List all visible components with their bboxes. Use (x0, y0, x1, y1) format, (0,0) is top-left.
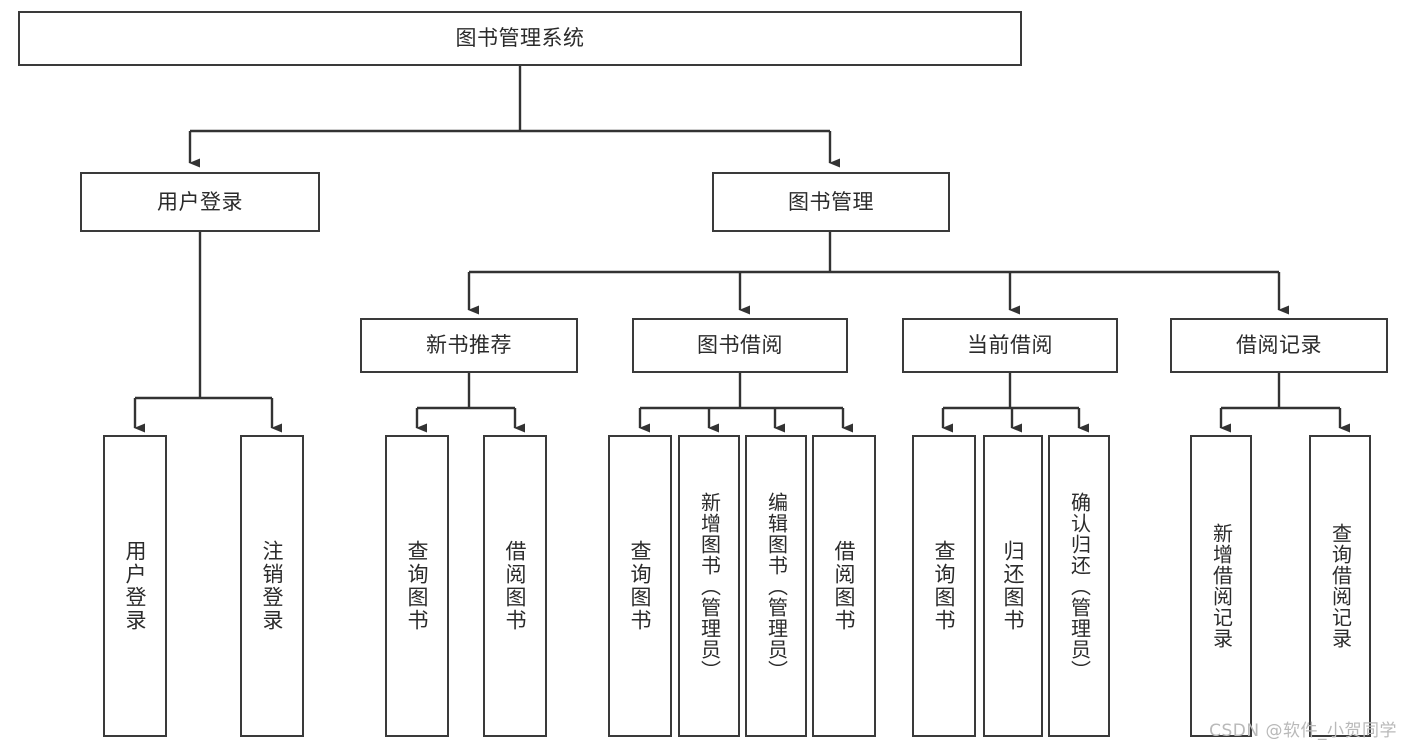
leaf-borrow-book-rec-label: 借阅图书 (503, 540, 528, 632)
watermark-text: CSDN @软件_小贺同学 (1209, 721, 1397, 741)
leaf-user-login-label: 用户登录 (123, 540, 148, 632)
node-book-management-label: 图书管理 (788, 189, 874, 214)
leaf-query-borrow-record[interactable]: 查询借阅记录 (1309, 435, 1371, 737)
leaf-logout[interactable]: 注销登录 (240, 435, 304, 737)
node-book-borrow[interactable]: 图书借阅 (632, 318, 848, 373)
leaf-query-book-current-label: 查询图书 (932, 540, 957, 632)
node-user-login[interactable]: 用户登录 (80, 172, 320, 232)
leaf-borrow-book-rec[interactable]: 借阅图书 (483, 435, 547, 737)
node-root[interactable]: 图书管理系统 (18, 11, 1022, 66)
leaf-query-book-borrow[interactable]: 查询图书 (608, 435, 672, 737)
node-new-book-recommend-label: 新书推荐 (426, 333, 512, 358)
leaf-return-book-label: 归还图书 (1001, 540, 1026, 632)
node-borrow-record[interactable]: 借阅记录 (1170, 318, 1388, 373)
leaf-user-login[interactable]: 用户登录 (103, 435, 167, 737)
node-current-borrow-label: 当前借阅 (967, 333, 1053, 358)
leaf-logout-label: 注销登录 (260, 540, 285, 632)
leaf-edit-book-admin-label: 编辑图书（管理员） (764, 491, 789, 681)
leaf-add-borrow-record[interactable]: 新增借阅记录 (1190, 435, 1252, 737)
node-book-management[interactable]: 图书管理 (712, 172, 950, 232)
node-root-label: 图书管理系统 (455, 26, 585, 51)
leaf-return-book[interactable]: 归还图书 (983, 435, 1043, 737)
leaf-confirm-return-admin[interactable]: 确认归还（管理员） (1048, 435, 1110, 737)
node-current-borrow[interactable]: 当前借阅 (902, 318, 1118, 373)
leaf-borrow-book-label: 借阅图书 (832, 540, 857, 632)
leaf-query-borrow-record-label: 查询借阅记录 (1328, 523, 1353, 649)
leaf-query-book-borrow-label: 查询图书 (628, 540, 653, 632)
leaf-borrow-book[interactable]: 借阅图书 (812, 435, 876, 737)
node-new-book-recommend[interactable]: 新书推荐 (360, 318, 578, 373)
leaf-add-book-admin-label: 新增图书（管理员） (697, 491, 722, 681)
leaf-add-book-admin[interactable]: 新增图书（管理员） (678, 435, 740, 737)
node-user-login-label: 用户登录 (157, 189, 243, 214)
node-book-borrow-label: 图书借阅 (697, 333, 783, 358)
leaf-add-borrow-record-label: 新增借阅记录 (1209, 523, 1234, 649)
leaf-query-book-rec-label: 查询图书 (405, 540, 430, 632)
node-borrow-record-label: 借阅记录 (1236, 333, 1322, 358)
leaf-edit-book-admin[interactable]: 编辑图书（管理员） (745, 435, 807, 737)
leaf-query-book-current[interactable]: 查询图书 (912, 435, 976, 737)
leaf-confirm-return-admin-label: 确认归还（管理员） (1067, 491, 1092, 681)
leaf-query-book-rec[interactable]: 查询图书 (385, 435, 449, 737)
